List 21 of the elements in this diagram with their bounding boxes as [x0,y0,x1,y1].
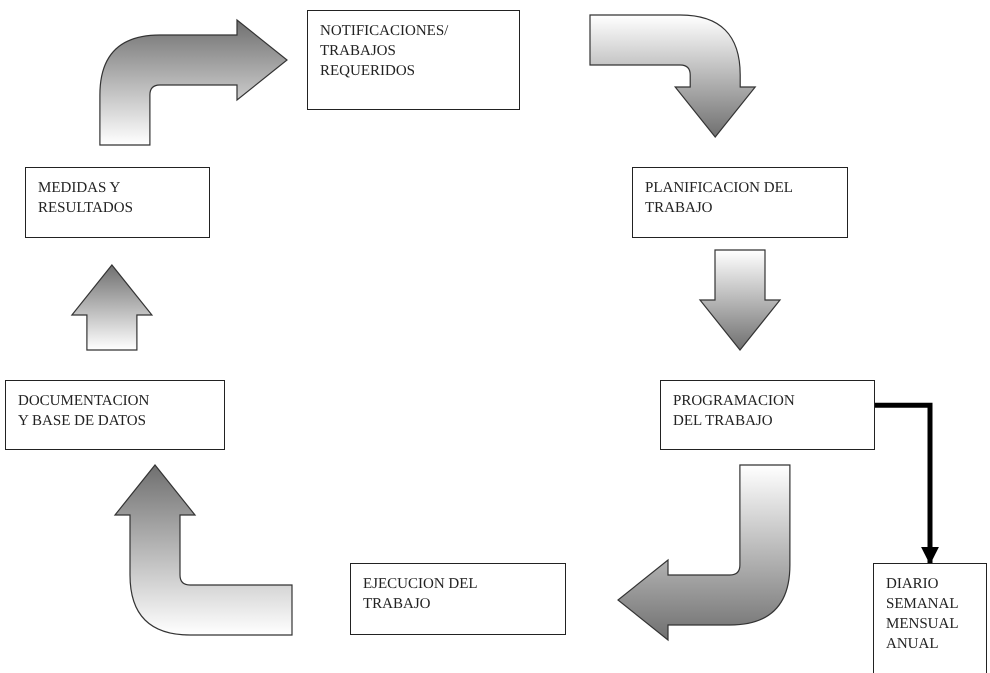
box-label: PROGRAMACION DEL TRABAJO [673,392,796,431]
process-box [873,563,987,673]
process-box [632,167,848,238]
process-box [307,10,520,110]
box-label: EJECUCION DEL TRABAJO [363,575,478,614]
box-label: DIARIO SEMANAL MENSUAL ANUAL [886,575,959,654]
box-label: PLANIFICACION DEL TRABAJO [645,179,794,218]
box-label: DOCUMENTACION Y BASE DE DATOS [18,392,150,431]
block-arrow [99,19,288,146]
block-arrow [114,464,293,636]
block-arrow [70,264,154,351]
box-label: NOTIFICACIONES/ TRABAJOS REQUERIDOS [320,22,450,81]
box-label: MEDIDAS Y RESULTADOS [38,179,134,218]
block-arrow [617,464,790,641]
arrow [875,402,939,565]
process-box [660,380,875,450]
process-box [25,167,210,238]
process-box [5,380,225,450]
process-box [350,563,566,635]
block-arrow [698,249,782,351]
block-arrow [589,14,756,138]
